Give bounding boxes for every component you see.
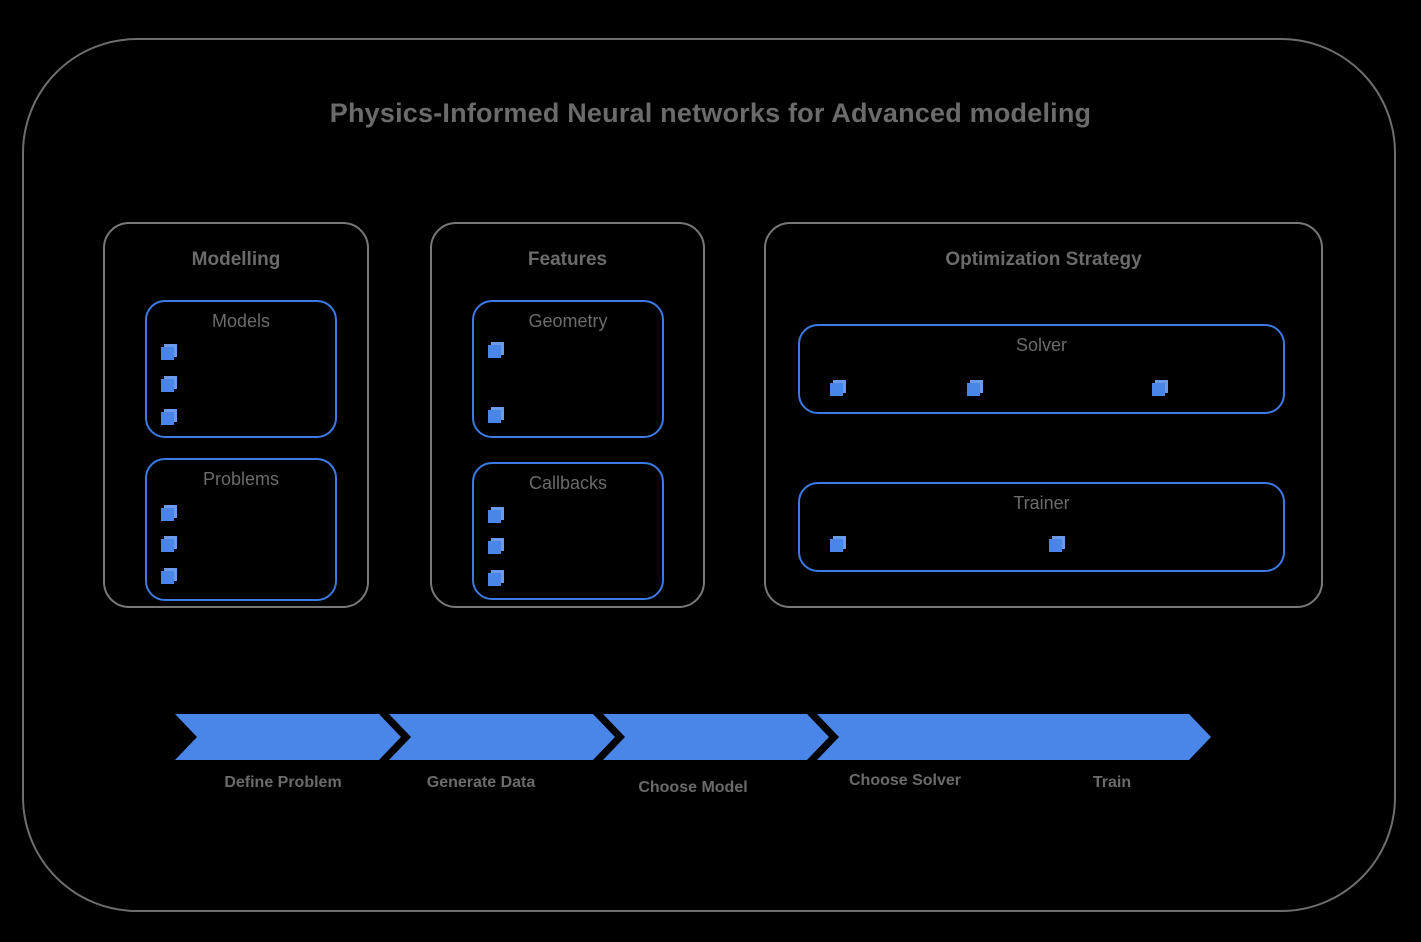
cube-icon xyxy=(830,380,846,396)
pipeline-flow xyxy=(0,714,1421,760)
group-card-features: Features xyxy=(430,222,705,608)
cube-icon xyxy=(161,568,177,584)
cube-icon xyxy=(1152,380,1168,396)
group-title-modelling: Modelling xyxy=(191,249,281,270)
pipeline-label-choose-model: Choose Model xyxy=(638,779,748,796)
cube-icon xyxy=(161,409,177,425)
cube-icon xyxy=(161,536,177,552)
cube-icon xyxy=(967,380,983,396)
sub-card-trainer[interactable]: Trainer xyxy=(798,482,1285,572)
cube-icon xyxy=(488,407,504,423)
pipeline-step-choose-model[interactable] xyxy=(603,714,829,760)
sub-card-callbacks[interactable]: Callbacks xyxy=(472,462,664,600)
sub-card-problems[interactable]: Problems xyxy=(145,458,337,601)
sub-card-title-solver: Solver xyxy=(1015,335,1068,355)
sub-card-title-callbacks: Callbacks xyxy=(528,473,608,493)
sub-card-title-geometry: Geometry xyxy=(528,311,608,331)
diagram-outer-frame xyxy=(22,38,1396,912)
group-title-optimization-strategy: Optimization Strategy xyxy=(945,249,1142,270)
pipeline-label-generate-data: Generate Data xyxy=(426,774,536,791)
cube-icon xyxy=(488,342,504,358)
cube-icon xyxy=(488,507,504,523)
pipeline-step-define-problem[interactable] xyxy=(175,714,401,760)
cube-icon xyxy=(830,536,846,552)
group-card-modelling: Modelling xyxy=(103,222,369,608)
pipeline-step-choose-solver[interactable] xyxy=(817,714,1043,760)
sub-card-solver[interactable]: Solver xyxy=(798,324,1285,414)
sub-card-models[interactable]: Models xyxy=(145,300,337,438)
group-title-features: Features xyxy=(527,249,608,270)
sub-card-geometry[interactable]: Geometry xyxy=(472,300,664,438)
cube-icon xyxy=(161,344,177,360)
pipeline-label-choose-solver: Choose Solver xyxy=(848,772,962,789)
diagram-title: Physics-Informed Neural networks for Adv… xyxy=(329,98,1092,128)
cube-icon xyxy=(1049,536,1065,552)
cube-icon xyxy=(488,570,504,586)
cube-icon xyxy=(161,505,177,521)
sub-card-title-problems: Problems xyxy=(202,469,280,489)
sub-card-title-trainer: Trainer xyxy=(1013,493,1070,513)
pipeline-step-train[interactable] xyxy=(1001,714,1211,760)
sub-card-title-models: Models xyxy=(211,311,271,331)
cube-icon xyxy=(488,538,504,554)
cube-icon xyxy=(161,376,177,392)
pipeline-label-define-problem: Define Problem xyxy=(224,774,342,791)
group-card-optimization-strategy: Optimization Strategy xyxy=(764,222,1323,608)
pipeline-label-train: Train xyxy=(1092,774,1132,791)
pipeline-step-generate-data[interactable] xyxy=(389,714,615,760)
